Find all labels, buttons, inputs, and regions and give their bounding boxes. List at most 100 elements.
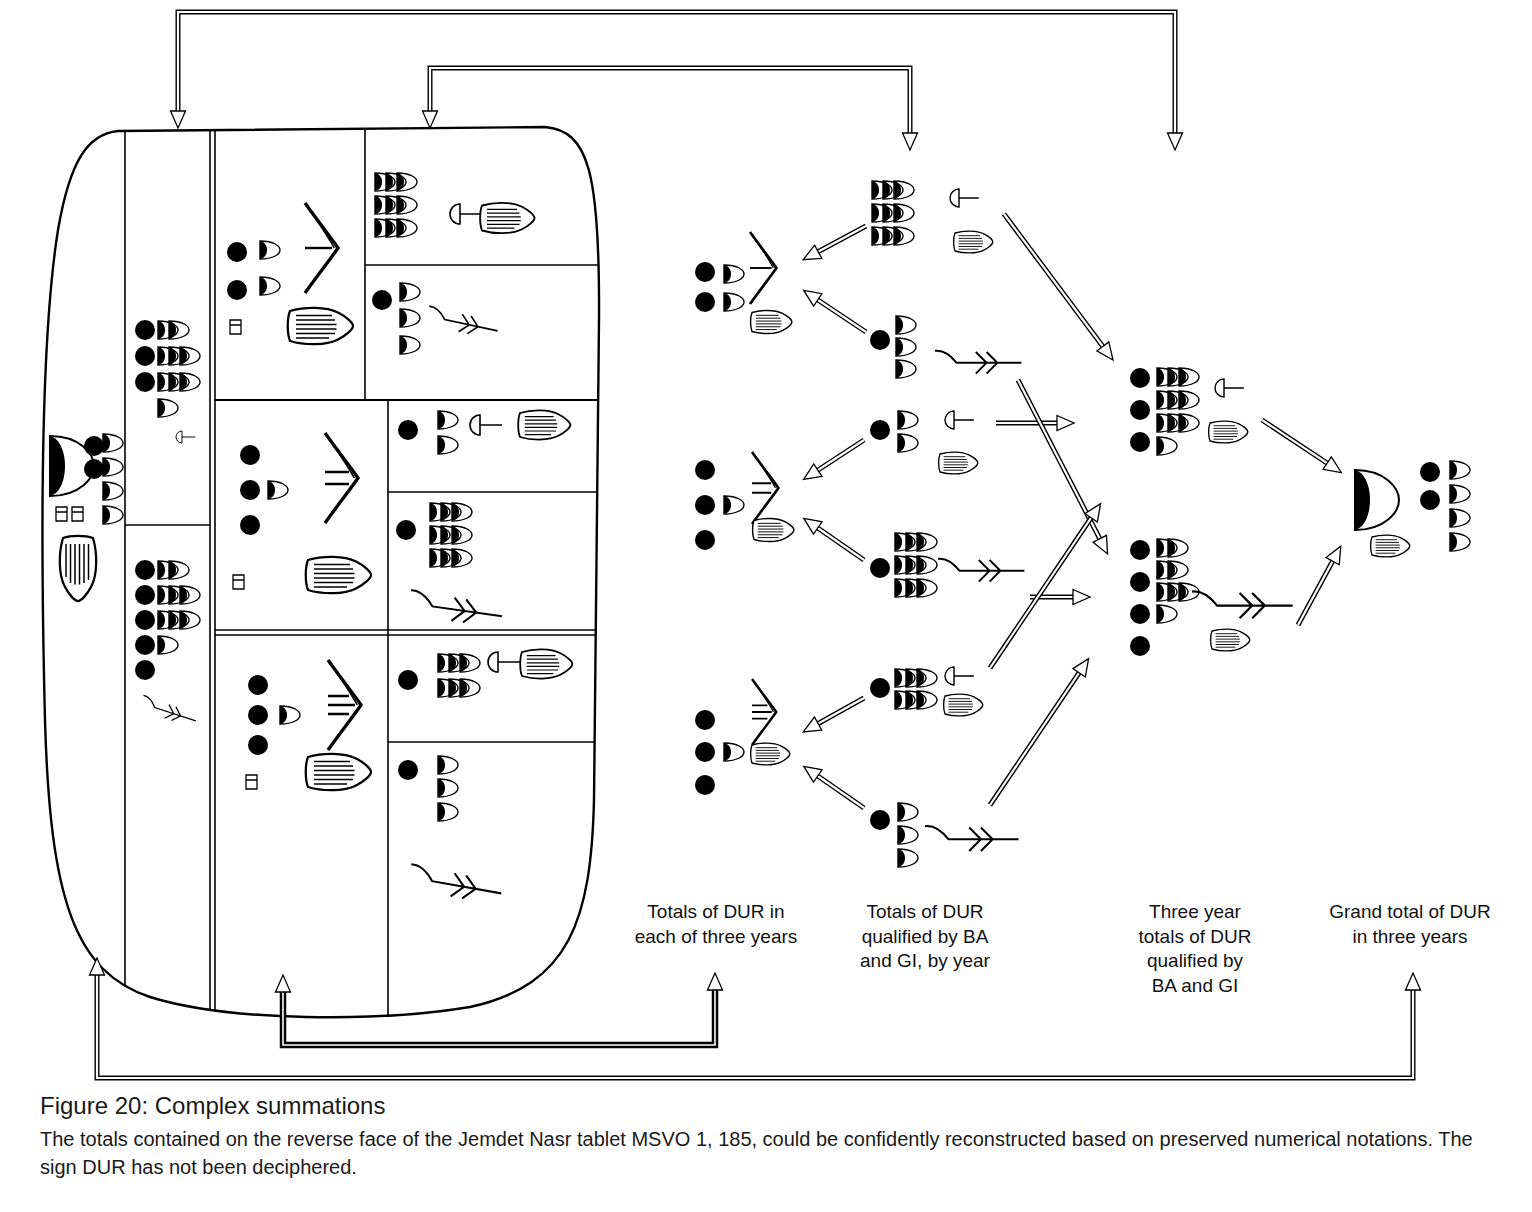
numeral-dot: [1130, 368, 1150, 388]
summation-arrows: [812, 214, 1336, 808]
year-three-gi-cell: [398, 756, 504, 905]
numeral-dot: [1130, 572, 1150, 592]
numeral-unit: [400, 336, 420, 354]
year-sign: [752, 452, 778, 524]
figure-title: Figure 20: Complex summations: [40, 1090, 1500, 1121]
numeral-unit-row: [375, 173, 417, 191]
numeral-dot: [870, 558, 890, 578]
sign-stroke: [812, 226, 866, 255]
sign-stroke: [812, 296, 866, 332]
ba-sign: [488, 652, 520, 672]
numeral-dot: [135, 560, 155, 580]
numeral-unit: [158, 636, 178, 654]
tablet: [43, 110, 620, 1040]
tablet-rulings: [125, 110, 620, 1040]
dur-sign: [480, 203, 534, 233]
numeral-unit-row: [158, 611, 200, 629]
numeral-unit: [896, 338, 916, 356]
tablet-ground: [43, 127, 599, 1017]
sign-stroke: [283, 983, 715, 1045]
sign-stroke: [812, 524, 864, 560]
summation-arrow: [990, 512, 1095, 668]
ba-sign: [470, 415, 502, 435]
summation-arrow: [1262, 420, 1333, 467]
gi-sign: [425, 306, 499, 340]
summation-arrow: [812, 772, 864, 808]
numeral-unit: [1450, 485, 1470, 503]
ba-sign: [1215, 379, 1244, 397]
dur-sign: [751, 743, 790, 765]
year-three-ba-cell: [398, 649, 572, 697]
year-sign: [752, 679, 776, 745]
year-two-gi-total: [870, 533, 1024, 597]
sign-stroke: [812, 772, 864, 808]
numeral-unit: [1450, 533, 1470, 551]
numeral-dot: [695, 292, 715, 312]
sign-stroke: [996, 421, 1064, 426]
numeral-dot: [1130, 604, 1150, 624]
numeral-dot: [240, 480, 260, 500]
numeral-unit: [1450, 509, 1470, 527]
sign-stroke: [812, 296, 866, 332]
grand-total-column: [50, 434, 123, 601]
year-three-gi-total: [870, 803, 1019, 867]
numeral-dot: [398, 670, 418, 690]
dur-sign: [306, 754, 371, 790]
tablet-outline: [43, 127, 599, 1017]
numeral-dot: [1130, 400, 1150, 420]
summation-arrow: [812, 296, 866, 332]
summation-arrow: [812, 524, 864, 560]
numeral-unit: [1157, 437, 1177, 455]
three-year-ba-total: [1130, 368, 1248, 455]
numeral-dot: [135, 660, 155, 680]
gi-sign: [935, 351, 1021, 374]
reconstruction: [695, 181, 1470, 867]
numeral-dot: [135, 585, 155, 605]
sign-stroke: [1004, 214, 1107, 352]
summation-arrow: [812, 226, 866, 255]
numeral-unit: [898, 849, 918, 867]
dur-sign: [939, 452, 978, 474]
bracket-arrow: [430, 68, 910, 140]
numeral-unit-row: [1157, 368, 1199, 386]
ba-total-cell: [135, 320, 200, 443]
numeral-dot: [870, 330, 890, 350]
gi-sign: [407, 864, 503, 905]
column-label: Grand total of DUR in three years: [1321, 900, 1499, 949]
sign-stroke: [812, 698, 864, 727]
gi-sign: [408, 590, 504, 628]
numeral-dot: [1420, 462, 1440, 482]
year-sign: [305, 203, 338, 293]
dur-sign: [1371, 535, 1410, 557]
dur-sign: [60, 536, 96, 601]
numeral-unit-row: [895, 669, 937, 687]
numeral-unit: [1450, 461, 1470, 479]
sign-stroke: [364, 110, 366, 400]
year-two-gi-cell: [396, 503, 504, 628]
numeral-unit-row: [375, 219, 417, 237]
numeral-unit-row: [872, 181, 914, 199]
numeral-dot: [84, 459, 104, 479]
numeral-large-unit: [1355, 470, 1399, 530]
sign-stroke: [1262, 420, 1333, 467]
bracket-arrow: [283, 983, 715, 1045]
dur-sign: [520, 649, 572, 678]
sign-stroke: [388, 741, 620, 743]
year-three-total: [695, 679, 790, 795]
numeral-unit: [724, 265, 744, 283]
numeral-unit: [438, 411, 458, 429]
year-one-cell: [227, 203, 353, 344]
sign-stroke: [388, 491, 620, 493]
numeral-unit: [724, 293, 744, 311]
numeral-unit: [280, 706, 300, 724]
numeral-unit: [268, 481, 288, 499]
numeral-unit-pair: [1157, 561, 1188, 579]
numeral-dot: [1130, 636, 1150, 656]
numeral-unit-row: [895, 556, 937, 574]
ba-sign: [950, 189, 979, 207]
sign-stroke: [1004, 214, 1107, 352]
sign-stroke: [210, 110, 215, 1040]
sign-stroke: [990, 512, 1095, 668]
numeral-unit: [103, 482, 123, 500]
